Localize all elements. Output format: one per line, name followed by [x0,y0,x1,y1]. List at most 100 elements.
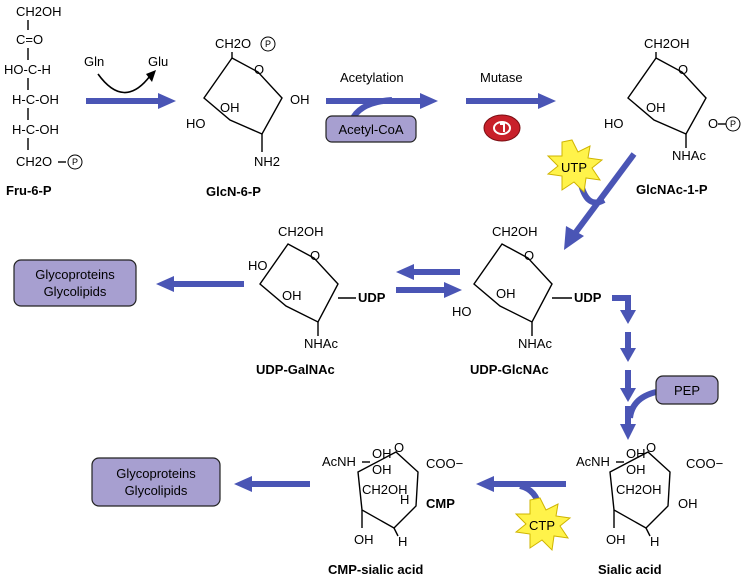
udpglcnac-ho: HO [452,304,472,319]
ctp-step: CTP [476,476,572,552]
glcn-phosphate-label: P [265,39,271,49]
glu-label: Glu [148,54,168,69]
pep-feed [627,389,657,419]
acetylation-label: Acetylation [340,70,404,85]
udpglcnac-oh: OH [496,286,516,301]
products-bottom-line2: Glycolipids [125,483,188,498]
glcn-oh-right: OH [290,92,310,107]
udp-galnac-structure: CH2OH O HO OH UDP NHAc UDP-GalNAc [248,224,386,377]
udpgalnac-nhac: NHAc [304,336,338,351]
sialic-oh1: OH [626,446,646,461]
arrowhead-mutase [538,93,556,109]
sialic-coo: COO− [686,456,723,471]
cmp-sialic-ch2oh: CH2OH [362,482,408,497]
cmp-sialic-cmp: CMP [426,496,455,511]
products-bottom-box [91,457,221,507]
products-top-line1: Glycoproteins [35,267,115,282]
glcnac-ch2oh-label: CH2OH [644,36,690,51]
glcnac-1-p-structure: CH2OH O HO OH O P NHAc GlcNAc-1-P [604,36,741,197]
arrowhead-seg-4 [620,424,636,440]
products-top-line2: Glycolipids [44,284,107,299]
fru-phosphate-label: P [72,157,78,167]
cmp-sialic-h-bottom: H [398,534,407,549]
arrowhead-to-products-bottom [234,476,252,492]
glcn-ho-left: HO [186,116,206,131]
arrowhead-seg-1 [620,310,636,324]
acetyl-coa-box [325,115,417,143]
glcnac-1-p-label: GlcNAc-1-P [636,182,708,197]
cmp-sialic-acid-structure: O AcNH OH OH CH2OH H COO− CMP OH H CMP-s… [322,440,463,577]
udpglcnac-ring-o: O [524,248,534,263]
products-bottom-line1: Glycoproteins [116,466,196,481]
enzyme-icon-mark [493,121,512,135]
gln-glu-curve [97,73,151,94]
fru-c1-label: CH2OH [16,4,62,19]
mutase-label: Mutase [480,70,523,85]
udpglcnac-udp: UDP [574,290,602,305]
udpgalnac-udp: UDP [358,290,386,305]
sialic-oh-bottom: OH [606,532,626,547]
glcn-phosphate-circle [260,36,276,52]
sialic-h-bond [645,527,651,537]
pep-label: PEP [674,383,700,398]
cmp-sialic-acnh: AcNH [322,454,356,469]
glcnac-ho: HO [604,116,624,131]
fru-phosphate-circle [67,154,83,170]
gln-glu-step: Gln Glu [84,54,176,109]
sialic-oh-right: OH [678,496,698,511]
cmp-sialic-oh1: OH [372,446,392,461]
fru-c3-label: HO-C-H [4,62,51,77]
cmp-sialic-oh2: OH [372,462,392,477]
to-glycoconjugates-bottom: Glycoproteins Glycolipids [91,457,310,507]
glcnac-phosphate-label: P [730,119,736,129]
enzyme-icon [483,114,521,142]
to-glycoconjugates-top: Glycoproteins Glycolipids [13,259,244,307]
glcnac-ring [627,57,707,135]
arrowhead-udp-glcnac-formation [564,226,584,250]
glcnac-o-label: O [708,116,718,131]
udpglcnac-ring [473,243,553,323]
gln-glu-arrowhead [146,70,156,82]
cmp-sialic-coo: COO− [426,456,463,471]
fru-c5-label: H-C-OH [12,122,59,137]
glcn-nh2-label: NH2 [254,154,280,169]
arrowhead-fru-to-glcn [158,93,176,109]
cmp-sialic-h-mid: H [400,492,409,507]
pep-box [655,375,719,405]
sialic-h-bottom: H [650,534,659,549]
udpgalnac-ch2oh: CH2OH [278,224,324,239]
glcnac-nhac-label: NHAc [672,148,706,163]
cmp-sialic-h-bond [393,527,399,537]
gln-label: Gln [84,54,104,69]
udpgalnac-ring [259,243,339,323]
udp-glcnac-structure: CH2OH O HO OH UDP NHAc UDP-GlcNAc [452,224,602,377]
arrow-udp-glcnac-formation [573,152,637,234]
sialic-acnh: AcNH [576,454,610,469]
arrowhead-to-cmp-sialic [476,476,494,492]
glcnac-ring-o: O [678,62,688,77]
udpgalnac-ring-o: O [310,248,320,263]
arrowhead-to-udp-galnac [396,264,414,280]
arrowhead-to-products-top [156,276,174,292]
glcn-ring [203,57,283,135]
fru-c6-label: CH2O [16,154,52,169]
cmp-sialic-oh-bottom: OH [354,532,374,547]
utp-step: UTP [546,139,637,250]
arrowhead-to-udp-glcnac [444,282,462,298]
glcnac-oh: OH [646,100,666,115]
udpglcnac-ch2oh: CH2OH [492,224,538,239]
to-sialic-acid-arrows: PEP [612,295,719,440]
fru-c2-label: C=O [16,32,43,47]
ctp-burst [514,497,572,552]
mutase-step: Mutase [466,70,556,142]
sialic-acid-structure: O AcNH OH OH CH2OH COO− OH OH H Sialic a… [576,440,723,577]
fru-6-p-structure: CH2OH C=O HO-C-H H-C-OH H-C-OH CH2O P Fr… [4,4,83,198]
glcn-oh-mid: OH [220,100,240,115]
utp-burst [546,139,604,194]
udp-galnac-label: UDP-GalNAc [256,362,335,377]
sialic-ring-o: O [646,440,656,455]
glcnac-phosphate-circle [725,116,741,132]
acetylation-step: Acetylation Acetyl-CoA [325,70,438,143]
acetyl-coa-label: Acetyl-CoA [338,122,403,137]
udp-glcnac-label: UDP-GlcNAc [470,362,549,377]
